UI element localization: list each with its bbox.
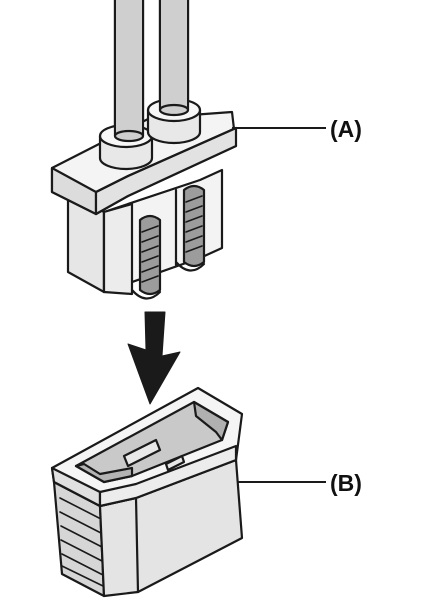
callout-label-a: (A): [330, 116, 362, 142]
plug-connector: [50, 0, 238, 300]
socket-connector: [50, 386, 244, 598]
socket-cavity: [74, 400, 230, 484]
plug-terminals: [130, 184, 206, 300]
insertion-arrow: [127, 311, 181, 405]
callout-label-b: (B): [330, 470, 362, 496]
plug-wire-bosses: [98, 0, 202, 171]
